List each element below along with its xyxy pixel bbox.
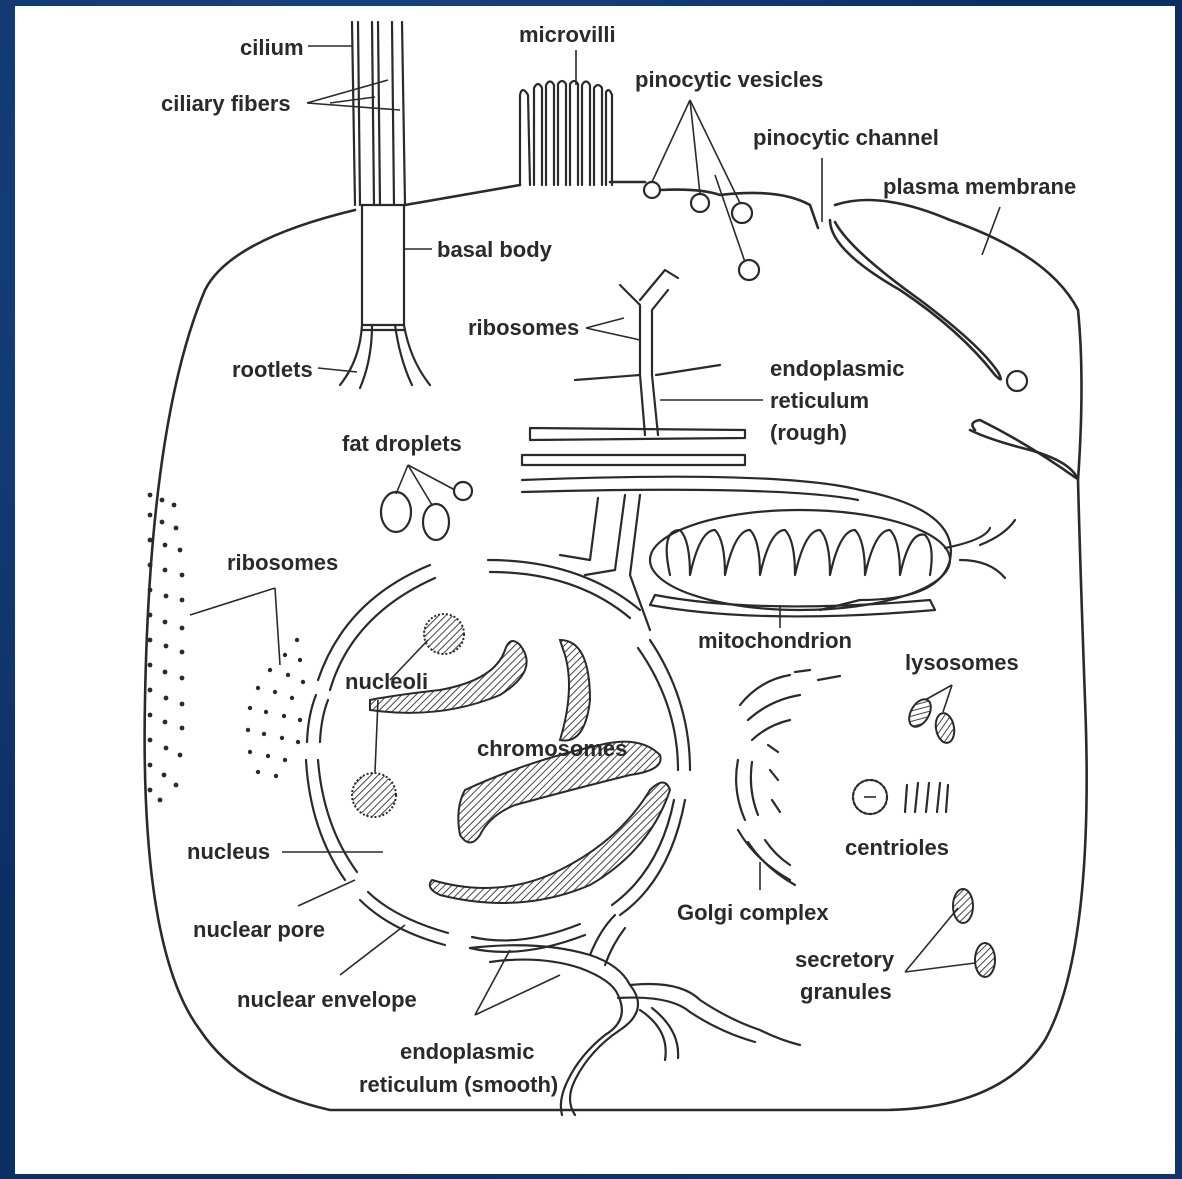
pinocytic-vesicle xyxy=(1007,371,1027,391)
pinocytic-vesicle xyxy=(739,260,759,280)
golgi-structure xyxy=(736,670,840,885)
label-er-smooth-1: endoplasmic xyxy=(400,1039,534,1064)
label-rootlets: rootlets xyxy=(232,357,313,382)
pinocytic-vesicle xyxy=(732,203,752,223)
label-er-rough-1: endoplasmic xyxy=(770,356,904,381)
label-nuclear-envelope: nuclear envelope xyxy=(237,987,417,1012)
secretory-granule xyxy=(953,889,973,923)
microvilli-structure xyxy=(520,81,612,185)
label-ribosomes-top: ribosomes xyxy=(468,315,579,340)
lysosome xyxy=(934,712,957,745)
lysosome xyxy=(905,696,936,731)
label-er-smooth-2: reticulum (smooth) xyxy=(359,1072,558,1097)
plasma-membrane-right xyxy=(835,200,1082,480)
label-secretory-2: granules xyxy=(800,979,892,1004)
label-er-rough-3: (rough) xyxy=(770,420,847,445)
centriole-rods xyxy=(905,783,948,812)
pinocytic-vesicle xyxy=(644,182,660,198)
label-ribosomes-left: ribosomes xyxy=(227,550,338,575)
label-microvilli: microvilli xyxy=(519,22,616,47)
plasma-membrane-top xyxy=(405,182,818,228)
label-centrioles: centrioles xyxy=(845,835,949,860)
label-nucleoli: nucleoli xyxy=(345,669,428,694)
label-cilium: cilium xyxy=(240,35,304,60)
ribosomes-dots-cluster xyxy=(246,638,305,778)
label-secretory-1: secretory xyxy=(795,947,895,972)
label-pinocytic-vesicles: pinocytic vesicles xyxy=(635,67,823,92)
label-chromosomes: chromosomes xyxy=(477,736,627,761)
fat-droplets-structure xyxy=(381,482,472,540)
secretory-granule xyxy=(975,943,995,977)
label-basal-body: basal body xyxy=(437,237,553,262)
label-golgi-complex: Golgi complex xyxy=(677,900,829,925)
label-fat-droplets: fat droplets xyxy=(342,431,462,456)
label-lysosomes: lysosomes xyxy=(905,650,1019,675)
pinocytic-vesicle xyxy=(691,194,709,212)
label-mitochondrion: mitochondrion xyxy=(698,628,852,653)
label-er-rough-2: reticulum xyxy=(770,388,869,413)
label-nuclear-pore: nuclear pore xyxy=(193,917,325,942)
label-nucleus: nucleus xyxy=(187,839,270,864)
label-plasma-membrane: plasma membrane xyxy=(883,174,1076,199)
chromosome xyxy=(560,640,590,741)
nucleolus xyxy=(352,773,396,817)
rough-er-structure xyxy=(522,270,1015,630)
nucleolus xyxy=(424,614,464,654)
label-pinocytic-channel: pinocytic channel xyxy=(753,125,939,150)
cilium-structure xyxy=(340,22,430,388)
label-ciliary-fibers: ciliary fibers xyxy=(161,91,291,116)
